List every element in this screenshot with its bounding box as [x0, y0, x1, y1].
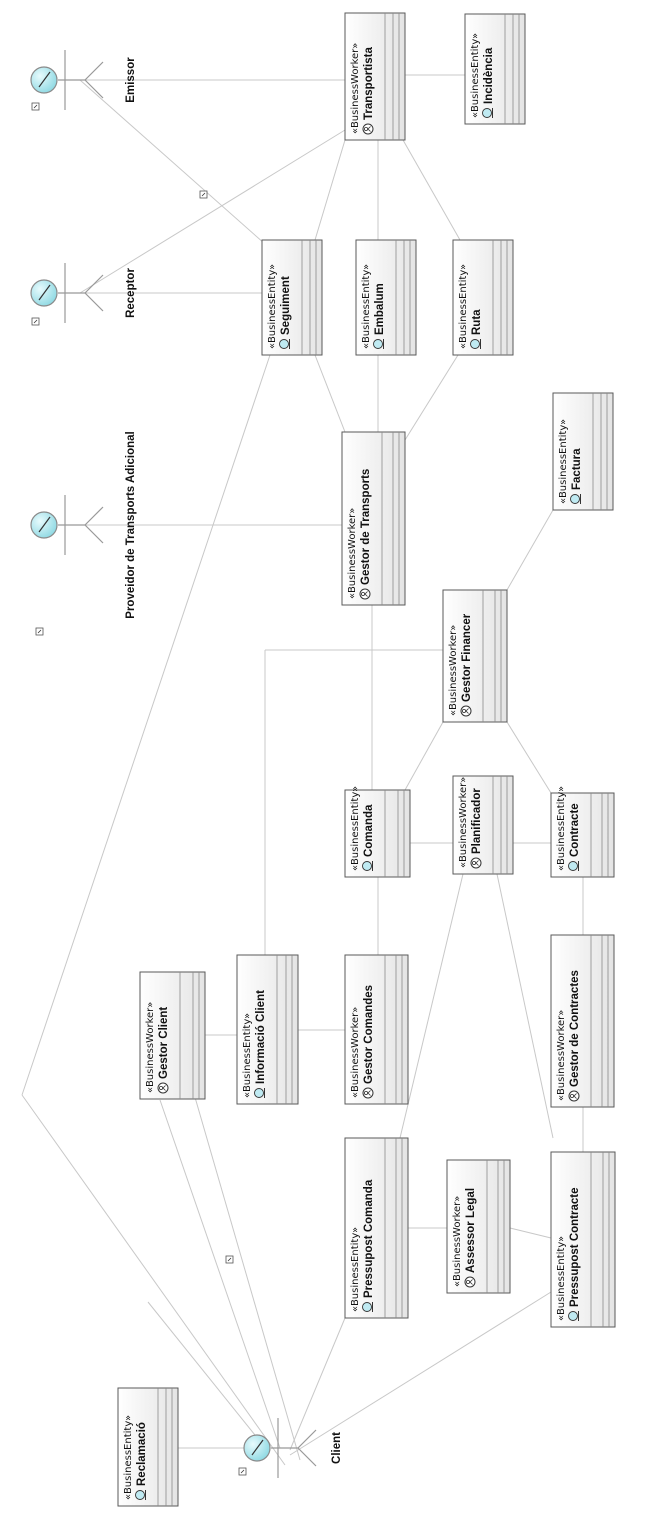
class-gestor-transports[interactable]: «BusinessWorker»Gestor de Transports	[341, 431, 406, 606]
class-gestor-comandes[interactable]: «BusinessWorker»Gestor Comandes	[344, 954, 409, 1105]
actor-icon	[243, 1418, 317, 1478]
stereotype-label: «BusinessWorker»	[458, 777, 469, 868]
link-marker-icon[interactable]	[199, 190, 208, 199]
class-name: Reclamació	[136, 1422, 148, 1486]
stereotype-label: «BusinessWorker»	[350, 1007, 361, 1098]
actor-icon	[30, 263, 104, 323]
business-entity-icon	[362, 861, 373, 871]
stereotype-label: «BusinessWorker»	[350, 43, 361, 134]
business-entity-icon	[279, 339, 290, 349]
stereotype-label: «BusinessEntity»	[350, 786, 361, 871]
stereotype-label: «BusinessEntity»	[556, 786, 567, 871]
actor-receptor[interactable]: Receptor	[30, 263, 137, 323]
class-transportista[interactable]: «BusinessWorker»Transportista	[344, 12, 406, 141]
class-planificador[interactable]: «BusinessWorker»Planificador	[452, 775, 514, 875]
stereotype-label: «BusinessWorker»	[452, 1196, 463, 1287]
class-comanda[interactable]: «BusinessEntity»Comanda	[344, 786, 411, 878]
business-worker-icon	[460, 705, 472, 717]
class-contracte[interactable]: «BusinessEntity»Contracte	[550, 786, 615, 878]
business-worker-icon	[568, 1090, 580, 1102]
stereotype-label: «BusinessWorker»	[145, 1002, 156, 1093]
actor-emissor[interactable]: Emissor	[30, 50, 137, 110]
business-entity-icon	[373, 339, 384, 349]
stereotype-label: «BusinessWorker»	[556, 1010, 567, 1101]
class-name: Pressupost Comanda	[363, 1179, 375, 1298]
stereotype-label: «BusinessEntity»	[242, 1013, 253, 1098]
actor-proveidor[interactable]: Proveidor de Transports Adicional	[30, 431, 137, 619]
business-entity-icon	[482, 108, 493, 118]
class-pressupost-comanda[interactable]: «BusinessEntity»Pressupost Comanda	[344, 1137, 409, 1319]
actor-name: Client	[331, 1432, 343, 1464]
class-name: Seguiment	[280, 276, 292, 335]
class-assessor-legal[interactable]: «BusinessWorker»Assessor Legal	[446, 1159, 511, 1294]
actor-name: Receptor	[125, 268, 137, 318]
business-worker-icon	[362, 123, 374, 135]
link-marker-icon[interactable]	[31, 317, 40, 326]
class-reclamacio[interactable]: «BusinessEntity»Reclamació	[117, 1387, 179, 1507]
stereotype-label: «BusinessEntity»	[458, 264, 469, 349]
class-name: Gestor Financer	[461, 613, 473, 702]
class-name: Factura	[571, 448, 583, 490]
stereotype-label: «BusinessEntity»	[470, 33, 481, 118]
class-factura[interactable]: «BusinessEntity»Factura	[552, 392, 614, 511]
business-entity-icon	[470, 339, 481, 349]
link-marker-icon[interactable]	[31, 102, 40, 111]
business-worker-icon	[464, 1276, 476, 1288]
business-entity-icon	[254, 1088, 265, 1098]
stereotype-label: «BusinessEntity»	[350, 1227, 361, 1312]
business-entity-icon	[568, 861, 579, 871]
class-name: Gestor de Transports	[360, 469, 372, 585]
stereotype-label: «BusinessWorker»	[347, 508, 358, 599]
business-entity-icon	[568, 1311, 579, 1321]
class-seguiment[interactable]: «BusinessEntity»Seguiment	[261, 239, 323, 356]
class-name: Comanda	[363, 804, 375, 857]
class-gestor-client[interactable]: «BusinessWorker»Gestor Client	[139, 971, 206, 1100]
class-name: Transportista	[363, 47, 375, 120]
stereotype-label: «BusinessEntity»	[558, 419, 569, 504]
link-marker-icon[interactable]	[225, 1255, 234, 1264]
class-name: Gestor Client	[158, 1007, 170, 1079]
link-marker-icon[interactable]	[238, 1467, 247, 1476]
class-ruta[interactable]: «BusinessEntity»Ruta	[452, 239, 514, 356]
association-links	[21, 74, 584, 1466]
actor-icon	[30, 495, 104, 555]
business-worker-icon	[157, 1082, 169, 1094]
class-name: Contracte	[569, 803, 581, 857]
actor-name: Proveidor de Transports Adicional	[125, 431, 137, 618]
class-name: Pressupost Contracte	[569, 1187, 581, 1307]
class-name: Planificador	[471, 788, 483, 854]
business-worker-icon	[359, 588, 371, 600]
class-name: Gestor de Contractes	[569, 970, 581, 1087]
class-name: Incidència	[483, 47, 495, 104]
class-name: Ruta	[471, 309, 483, 335]
business-entity-icon	[135, 1490, 146, 1500]
stereotype-label: «BusinessEntity»	[361, 264, 372, 349]
stereotype-label: «BusinessEntity»	[123, 1415, 134, 1500]
actor-client[interactable]: Client	[243, 1418, 343, 1478]
class-gestor-financer[interactable]: «BusinessWorker»Gestor Financer	[442, 589, 508, 723]
link-marker-icon[interactable]	[35, 627, 44, 636]
class-embalum[interactable]: «BusinessEntity»Embalum	[355, 239, 417, 356]
navigation-markers	[31, 102, 247, 1476]
business-worker-icon	[470, 857, 482, 869]
business-worker-icon	[362, 1087, 374, 1099]
class-incidencia[interactable]: «BusinessEntity»Incidència	[464, 13, 526, 125]
class-name: Assessor Legal	[465, 1188, 477, 1273]
class-informacio-client[interactable]: «BusinessEntity»Informació Client	[236, 954, 299, 1105]
class-name: Embalum	[374, 283, 386, 335]
stereotype-label: «BusinessEntity»	[556, 1236, 567, 1321]
business-entity-icon	[362, 1302, 373, 1312]
business-entity-icon	[570, 494, 581, 504]
actor-icon	[30, 50, 104, 110]
stereotype-label: «BusinessWorker»	[448, 625, 459, 716]
actor-name: Emissor	[125, 57, 137, 103]
class-pressupost-contracte[interactable]: «BusinessEntity»Pressupost Contracte	[550, 1151, 616, 1328]
class-name: Informació Client	[255, 990, 267, 1084]
class-name: Gestor Comandes	[363, 985, 375, 1084]
stereotype-label: «BusinessEntity»	[267, 264, 278, 349]
class-gestor-contractes[interactable]: «BusinessWorker»Gestor de Contractes	[550, 934, 615, 1108]
